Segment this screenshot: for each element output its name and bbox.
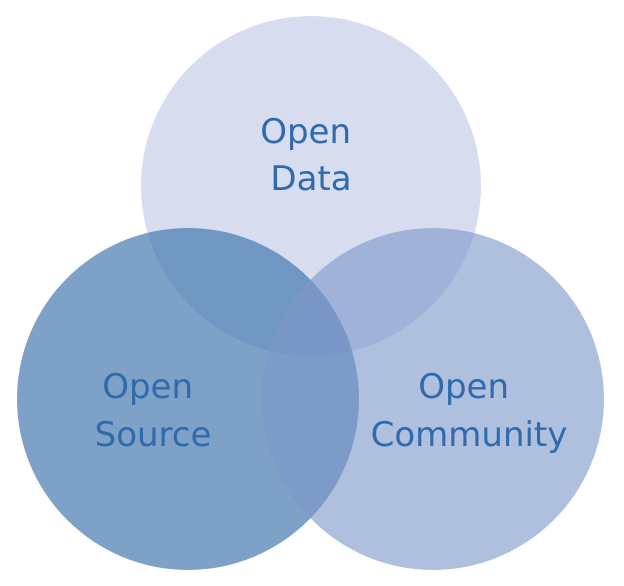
open-source-circle bbox=[17, 228, 359, 570]
open-community-circle bbox=[262, 228, 604, 570]
open-community-label-line2: Community bbox=[371, 415, 568, 455]
open-data-label: Open Data bbox=[260, 112, 362, 199]
open-data-label-line1: Open bbox=[260, 112, 351, 152]
open-source-label-line2: Source bbox=[95, 415, 212, 455]
open-source-label: Open Source bbox=[95, 367, 212, 455]
open-source-label-line1: Open bbox=[102, 367, 193, 407]
open-data-label-line2: Data bbox=[270, 159, 351, 199]
open-community-label-line1: Open bbox=[418, 367, 509, 407]
open-community-label: Open Community bbox=[371, 367, 568, 455]
